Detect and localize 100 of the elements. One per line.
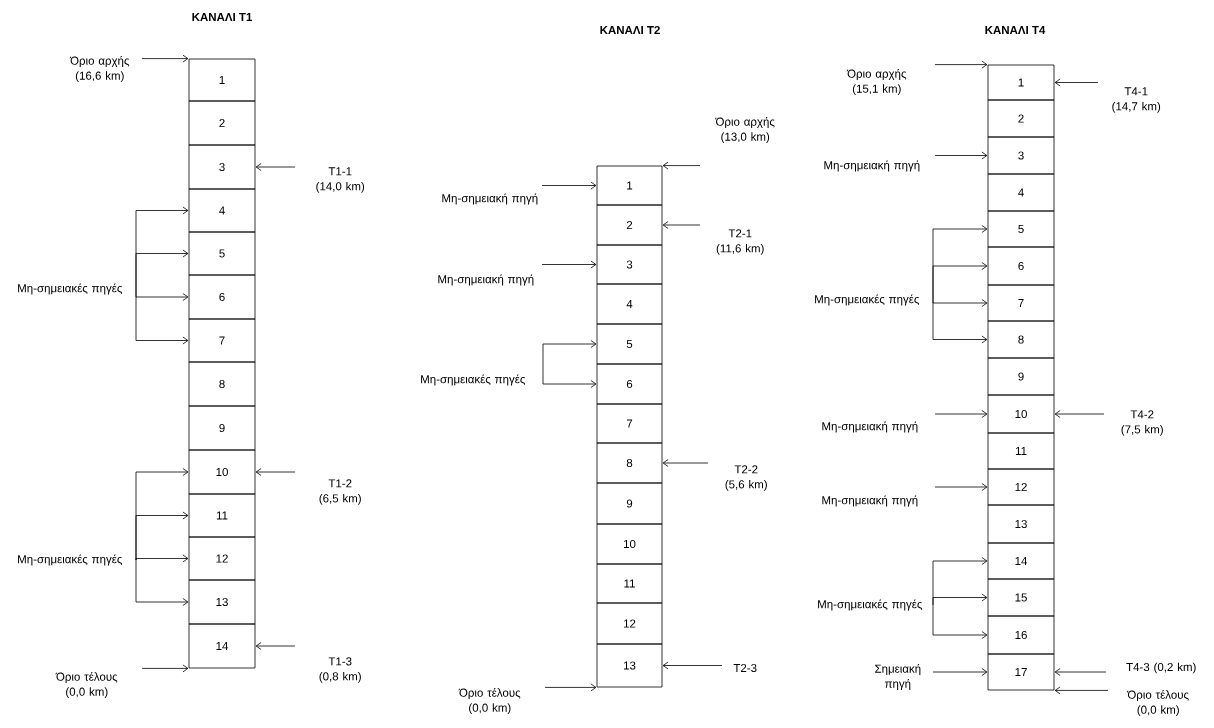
segment-cell: 4 <box>596 283 663 325</box>
annotation-label: Όριο αρχής (15,1 km) <box>846 69 907 96</box>
arrow <box>932 299 988 307</box>
segment-cell: 1 <box>596 165 663 206</box>
segment-cell: 12 <box>987 468 1055 506</box>
segment-cell: 9 <box>987 357 1055 396</box>
arrow <box>934 483 988 491</box>
annotation-label: Μη-σημειακή πηγή <box>822 495 918 507</box>
segment-cell: 10 <box>596 523 663 565</box>
arrow <box>932 593 988 606</box>
segment-cell: 1 <box>987 64 1055 101</box>
arrow <box>255 163 296 171</box>
segment-cell: 11 <box>188 493 256 538</box>
segment-cell: 5 <box>188 231 256 276</box>
segment-cell: 3 <box>987 136 1055 175</box>
arrow <box>135 511 189 561</box>
segment-cell: 9 <box>188 405 256 451</box>
segment-cell: 10 <box>987 394 1055 434</box>
segment-cell: 12 <box>188 536 256 581</box>
segment-cell: 2 <box>596 204 663 246</box>
annotation-label: Όριο τέλους (0,0 km) <box>55 672 118 699</box>
annotation-label: Μη-σημειακές πηγές <box>815 294 920 306</box>
arrow <box>135 559 189 606</box>
segment-cell: 13 <box>987 504 1055 544</box>
annotation-label: T4-1 (14,7 km) <box>1112 87 1161 113</box>
segment-cell: 13 <box>596 643 663 688</box>
annotation-label: T1-1 (14,0 km) <box>316 167 365 193</box>
annotation-label: Μη-σημειακές πηγές <box>18 283 123 295</box>
annotation-label: Σημειακή πηγή <box>875 664 921 691</box>
arrow <box>542 340 597 381</box>
segment-cell: 15 <box>987 578 1055 617</box>
arrow <box>1054 410 1105 418</box>
segment-cell: 17 <box>987 653 1055 691</box>
segment-cell: 7 <box>188 318 256 363</box>
segment-cell: 6 <box>987 246 1055 286</box>
segment-cell: 9 <box>596 482 663 525</box>
annotation-label: Όριο αρχής (16,6 km) <box>69 56 130 83</box>
annotation-label: T4-3 (0,2 km) <box>1126 662 1196 674</box>
arrow <box>662 221 701 229</box>
segment-cell: 5 <box>987 210 1055 248</box>
segment-cell: 7 <box>987 284 1055 322</box>
segment-cell: 1 <box>188 58 256 102</box>
segment-cell: 6 <box>188 274 256 320</box>
annotation-label: T2-1 (11,6 km) <box>716 229 764 255</box>
annotation-label: T1-2 (6,5 km) <box>319 479 361 505</box>
annotation-label: Μη-σημειακή πηγή <box>824 160 920 172</box>
segment-cell: 12 <box>596 602 663 645</box>
segment-cell: 8 <box>188 361 256 407</box>
annotation-label: T2-3 <box>733 663 757 673</box>
arrow <box>662 459 709 467</box>
channel-title: ΚΑΝΑΛΙ Τ1 <box>192 13 252 21</box>
annotation-label: T2-2 (5,6 km) <box>725 465 767 491</box>
arrow <box>934 410 988 418</box>
annotation-label: Όριο τέλους (0,0 km) <box>458 688 521 715</box>
segment-cell: 11 <box>987 432 1055 470</box>
arrow <box>662 161 701 170</box>
arrow <box>542 379 597 388</box>
annotation-label: Όριο τέλους (0,0 km) <box>1126 690 1189 717</box>
arrow <box>541 181 597 190</box>
segment-cell: 6 <box>596 363 663 405</box>
segment-cell: 14 <box>987 542 1055 580</box>
arrow <box>255 468 296 476</box>
annotation-label: Μη-σημειακή πηγή <box>442 193 538 205</box>
segment-cell: 16 <box>987 615 1055 655</box>
arrow <box>932 299 988 344</box>
arrow <box>135 249 189 290</box>
segment-cell: 5 <box>596 323 663 365</box>
arrow <box>1054 686 1109 695</box>
arrow <box>1054 78 1099 87</box>
annotation-label: T1-3 (0,8 km) <box>319 657 361 683</box>
arrow <box>541 260 597 269</box>
segment-cell: 3 <box>188 144 256 190</box>
segment-cell: 3 <box>596 244 663 285</box>
annotation-label: Όριο αρχής (13,0 km) <box>715 117 775 144</box>
arrow <box>934 60 988 69</box>
arrow <box>544 683 597 692</box>
segment-cell: 8 <box>987 320 1055 359</box>
arrow <box>135 554 189 563</box>
segment-cell: 10 <box>188 449 256 495</box>
arrow <box>932 604 988 639</box>
arrow <box>135 288 189 345</box>
arrow <box>1054 668 1107 676</box>
segment-cell: 2 <box>188 100 256 146</box>
annotation-label: Μη-σημειακές πηγές <box>818 599 923 611</box>
annotation-label: Μη-σημειακές πηγές <box>421 374 526 386</box>
segment-cell: 13 <box>188 579 256 625</box>
channel-title: ΚΑΝΑΛΙ Τ2 <box>600 26 660 34</box>
arrow <box>932 668 988 676</box>
arrow <box>932 262 988 301</box>
arrow <box>141 664 189 673</box>
channel-title: ΚΑΝΑΛΙ Τ4 <box>985 26 1046 34</box>
annotation-label: Μη-σημειακές πηγές <box>18 554 123 566</box>
segment-cell: 7 <box>596 403 663 444</box>
segment-cell: 4 <box>987 173 1055 212</box>
segment-cell: 14 <box>188 623 256 669</box>
annotation-label: Μη-σημειακή πηγή <box>438 274 534 286</box>
arrow <box>141 54 189 63</box>
annotation-label: Μη-σημειακή πηγή <box>822 421 918 433</box>
segment-cell: 8 <box>596 442 663 484</box>
segment-cell: 11 <box>596 563 663 604</box>
